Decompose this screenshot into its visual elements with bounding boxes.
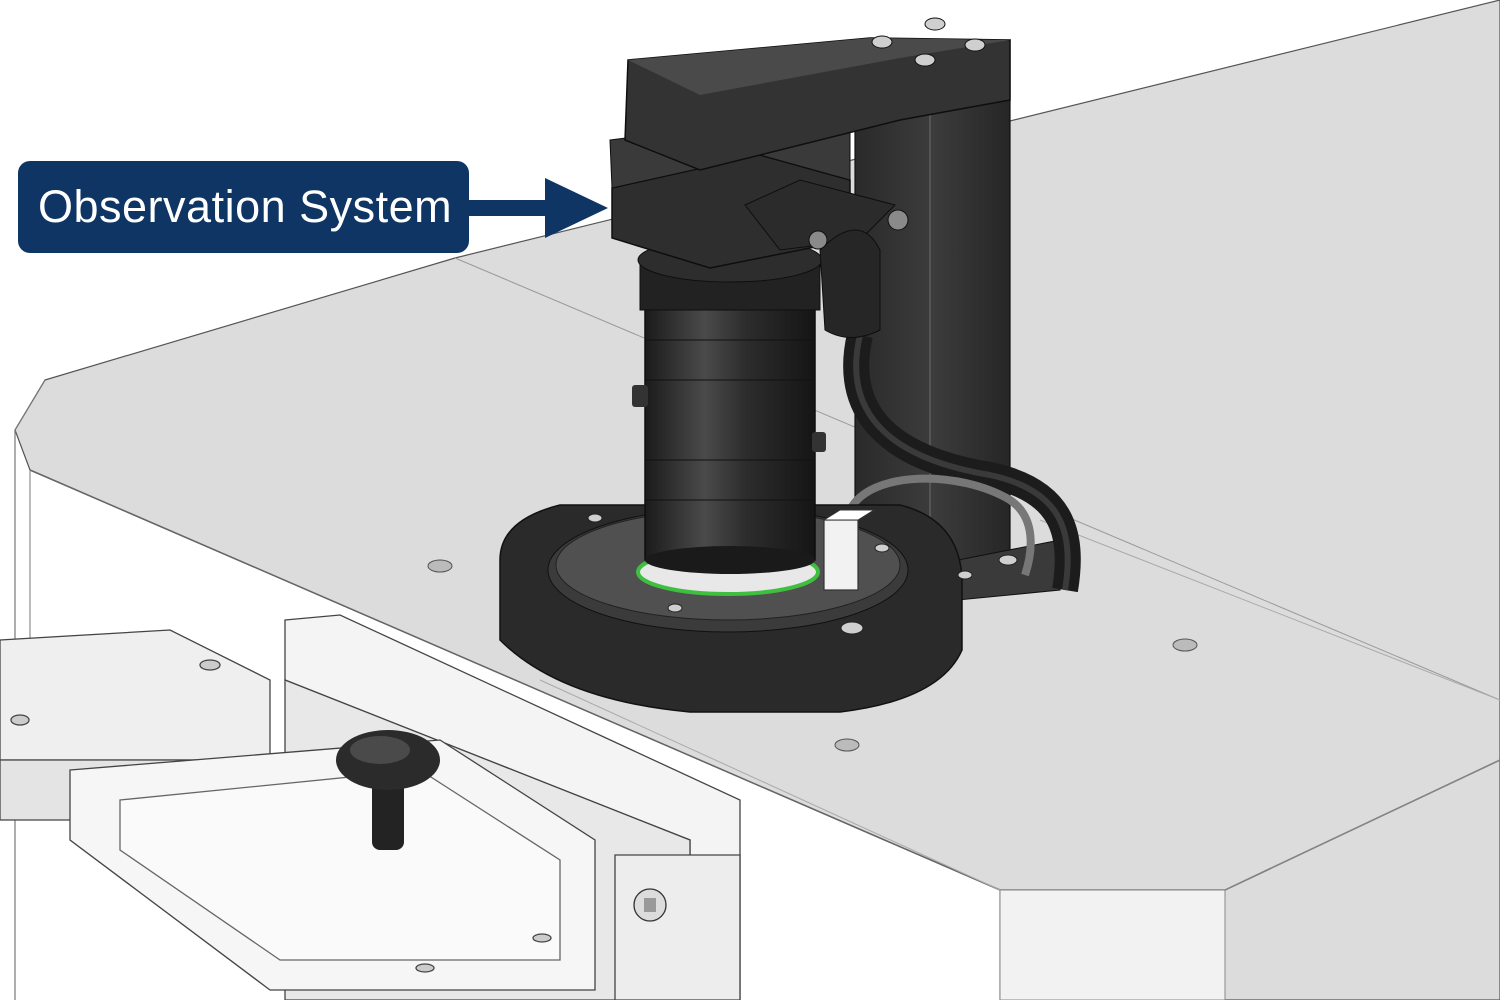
callout-arrow [466, 178, 608, 238]
clamp-knob [336, 730, 440, 850]
callout-text: Observation System [38, 181, 453, 232]
camera-housing [609, 17, 1011, 338]
camera-lens [632, 237, 826, 574]
camera-cable [843, 332, 1081, 593]
observation-system-label: Observation System [18, 161, 469, 253]
